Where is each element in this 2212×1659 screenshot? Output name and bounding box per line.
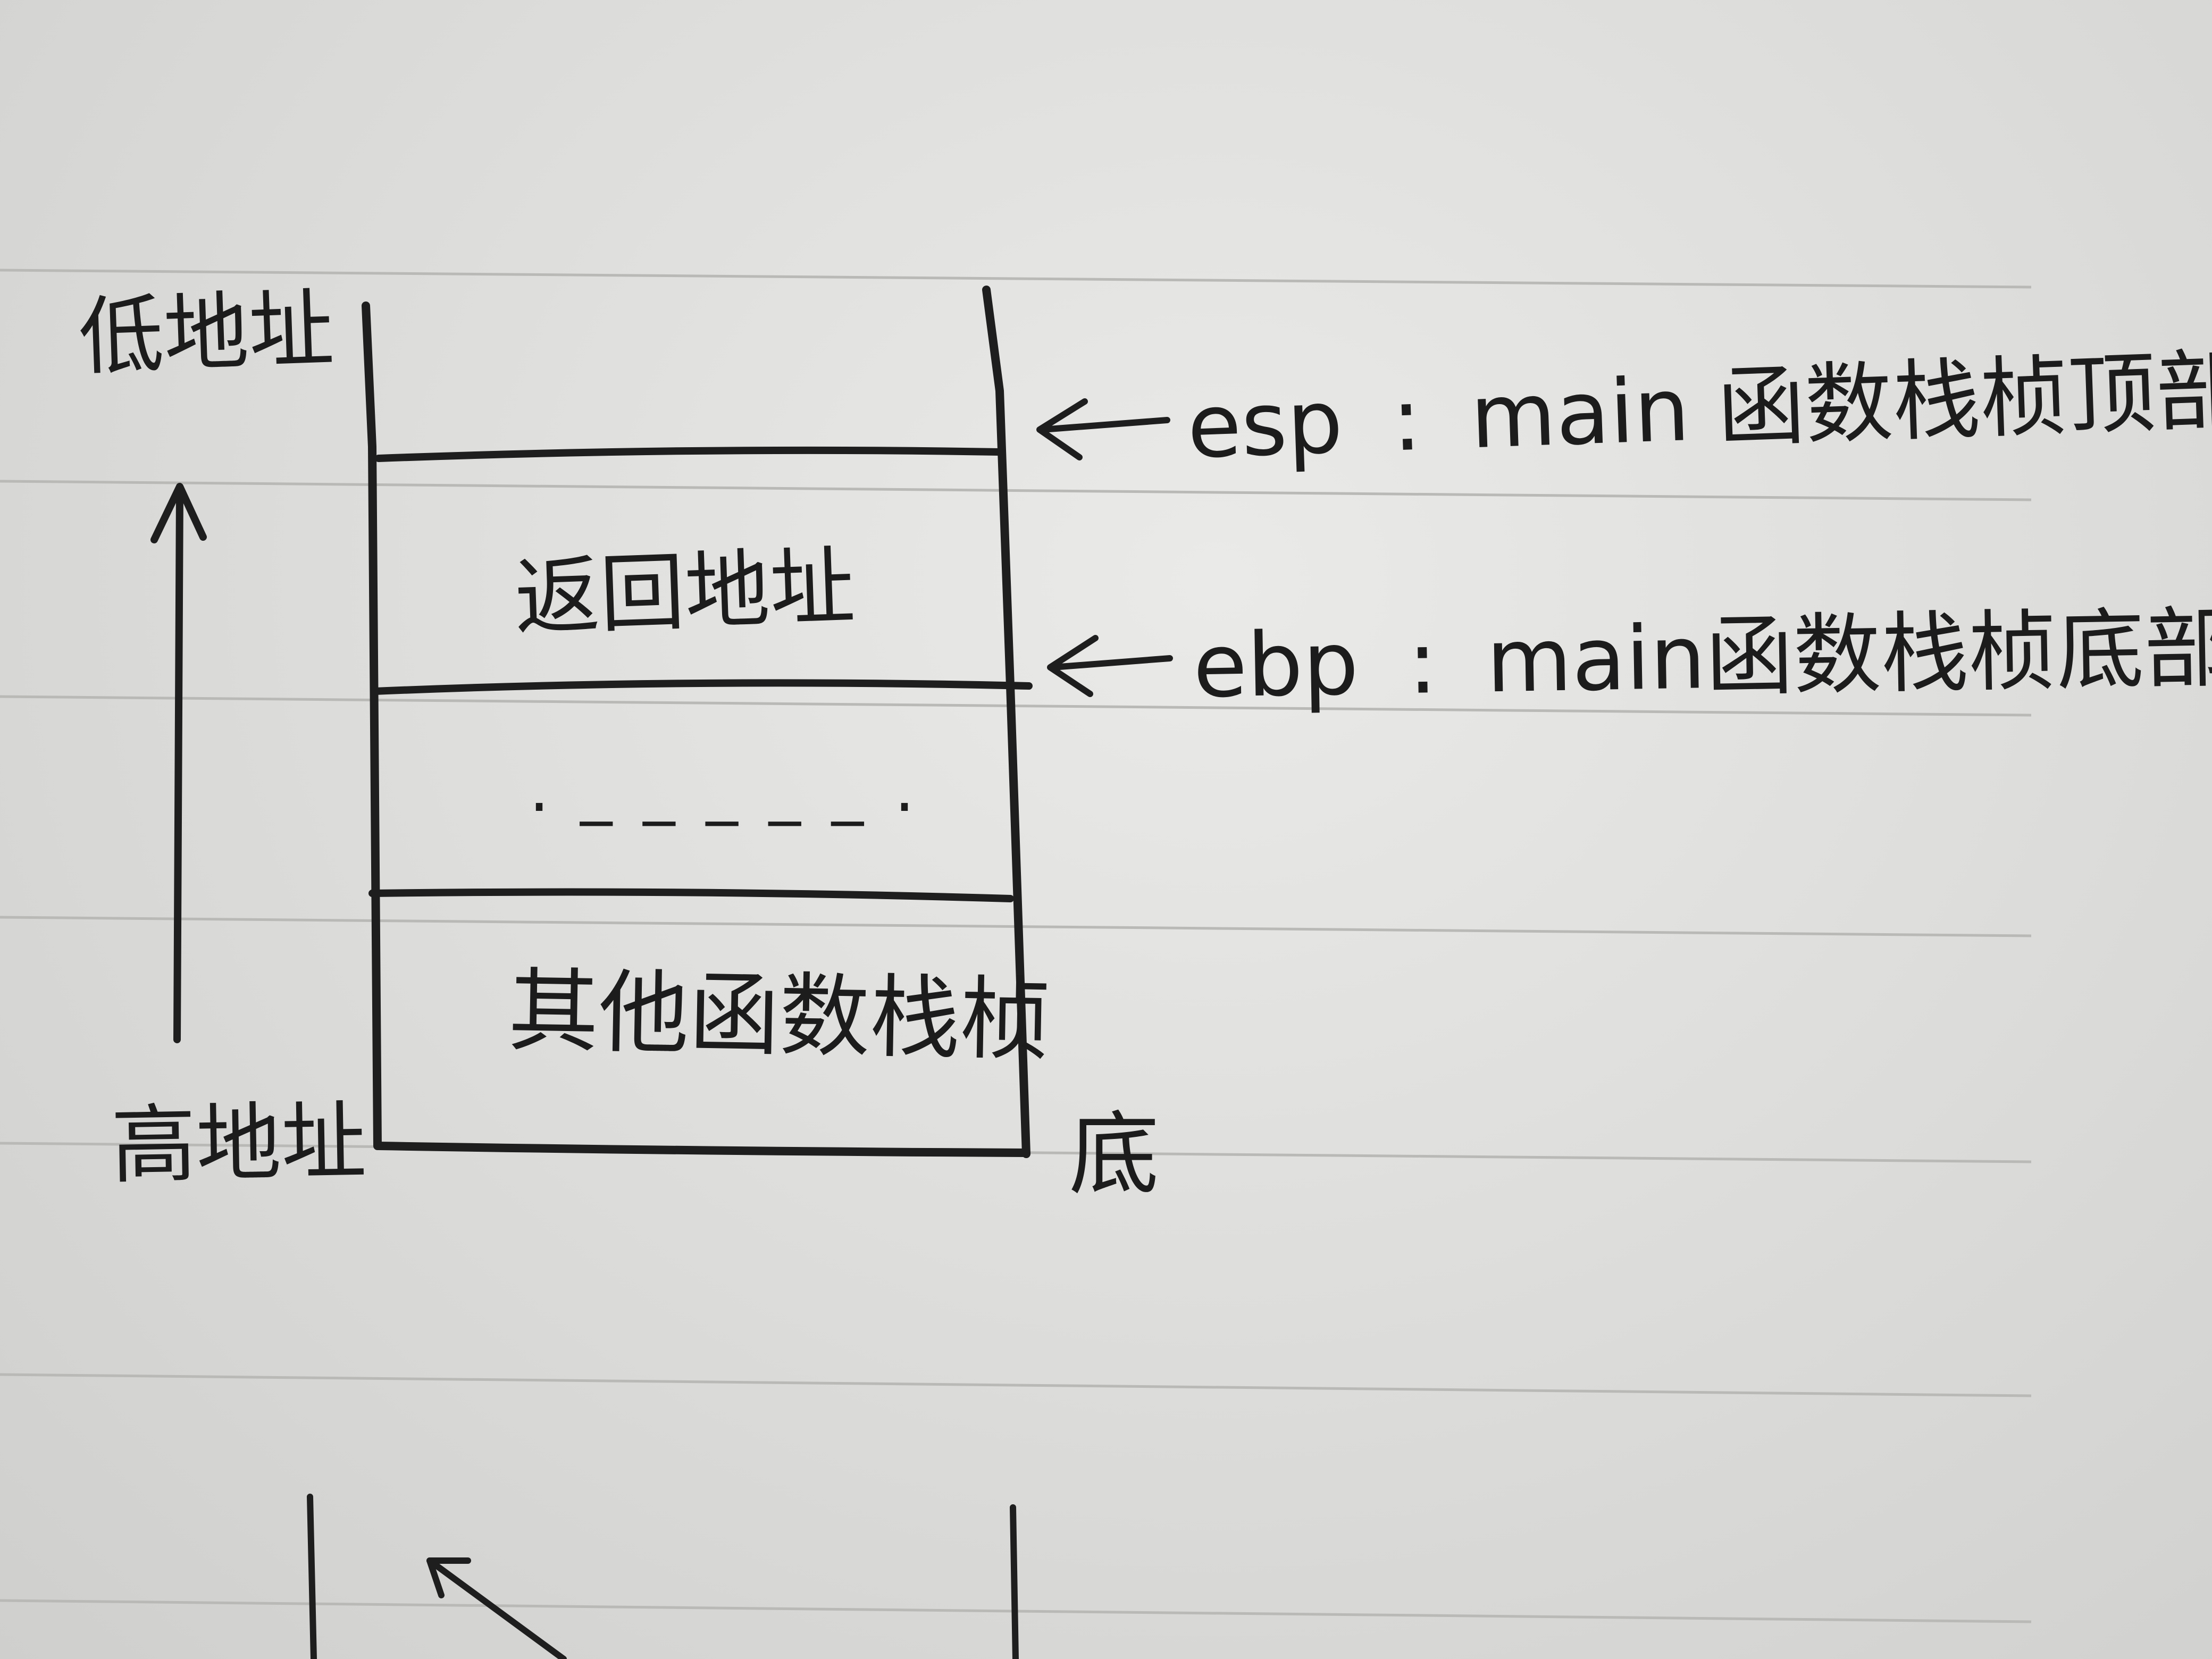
- esp-separator: :: [1390, 368, 1423, 471]
- stack-column: [362, 286, 1033, 1158]
- ebp-separator: :: [1407, 611, 1438, 714]
- high-address-label: 高地址: [110, 1092, 367, 1195]
- esp-register-label: esp: [1186, 371, 1345, 478]
- ebp-pointer: ebp : main函数栈桢底部: [1047, 597, 2212, 717]
- address-direction-arrow: [150, 483, 207, 1043]
- stack-slot-other-frames: 其他函数栈桢: [507, 959, 1051, 1074]
- stack-slot-ellipsis: . _ _ _ _ _ .: [529, 752, 920, 826]
- esp-description: main 函数栈桢顶部: [1469, 339, 2212, 468]
- stack-slot-return-address: 返回地址: [513, 537, 857, 648]
- svg-text:esp : main 函数栈桢顶部: esp : main 函数栈桢顶部: [1186, 339, 2212, 478]
- svg-text:ebp : main函数栈桢底部: ebp : main函数栈桢底部: [1192, 597, 2212, 717]
- ebp-register-label: ebp: [1192, 613, 1359, 717]
- esp-arrow: [1039, 417, 1170, 433]
- ebp-arrow: [1050, 655, 1173, 671]
- partial-next-diagram: [307, 1494, 1019, 1659]
- low-address-label: 低地址: [77, 279, 336, 387]
- stack-bottom-label: 底: [1069, 1102, 1159, 1208]
- ebp-description: main函数栈桢底部: [1486, 597, 2212, 712]
- esp-pointer: esp : main 函数栈桢顶部: [1036, 339, 2212, 478]
